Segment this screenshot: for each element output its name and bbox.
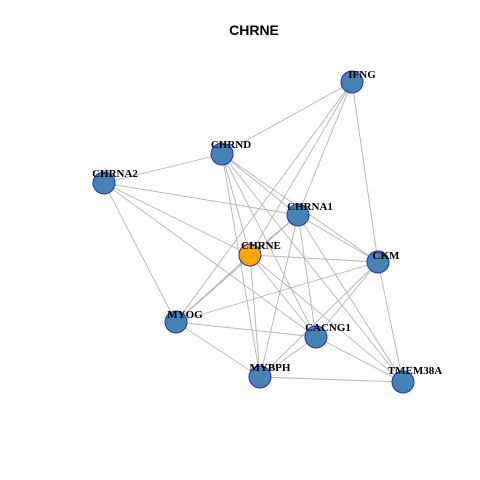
node-chrne[interactable] — [238, 243, 262, 267]
edge-chrne-tmem38a — [249, 254, 404, 383]
node-label-chrnd: CHRND — [211, 139, 251, 151]
edge-myog-cacng1 — [175, 321, 317, 338]
edge-chrna1-cacng1 — [297, 214, 317, 338]
edge-mybph-tmem38a — [259, 376, 404, 383]
node-label-chrna2: CHRNA2 — [92, 168, 138, 180]
node-ifng[interactable] — [340, 70, 364, 94]
node-myog[interactable] — [164, 310, 188, 334]
edge-chrna1-ckm — [297, 214, 379, 263]
edge-chrna1-mybph — [259, 214, 299, 378]
node-label-ifng: IFNG — [348, 69, 376, 81]
edge-chrnd-chrna1 — [221, 153, 299, 216]
node-tmem38a[interactable] — [391, 370, 415, 394]
node-mybph[interactable] — [248, 365, 272, 389]
edge-ckm-cacng1 — [315, 261, 379, 338]
node-label-chrna1: CHRNA1 — [287, 201, 333, 213]
edge-ifng-chrnd — [221, 81, 353, 155]
edge-chrna2-cacng1 — [103, 182, 317, 338]
node-label-chrne: CHRNE — [241, 240, 281, 252]
node-label-mybph: MYBPH — [250, 362, 291, 374]
edge-chrne-cacng1 — [249, 254, 317, 338]
node-label-tmem38a: TMEM38A — [388, 365, 442, 377]
edge-chrna2-myog — [103, 182, 177, 323]
edge-ifng-myog — [175, 81, 353, 323]
node-chrna2[interactable] — [92, 171, 116, 195]
node-label-cacng1: CACNG1 — [305, 322, 351, 334]
edge-chrna2-chrna1 — [103, 182, 299, 216]
node-chrnd[interactable] — [210, 142, 234, 166]
edge-ifng-chrna1 — [297, 81, 353, 216]
node-label-myog: MYOG — [167, 309, 203, 321]
edge-ckm-tmem38a — [377, 261, 404, 383]
node-label-ckm: CKM — [373, 250, 401, 262]
node-chrna1[interactable] — [286, 203, 310, 227]
edge-ckm-mybph — [259, 261, 379, 378]
edge-cacng1-tmem38a — [315, 336, 404, 383]
edge-chrna1-tmem38a — [297, 214, 404, 383]
edge-myog-mybph — [175, 321, 261, 378]
edge-chrnd-tmem38a — [221, 153, 404, 383]
node-ckm[interactable] — [366, 250, 390, 274]
edge-chrne-mybph — [249, 254, 261, 378]
node-layer — [92, 70, 415, 394]
edge-ckm-myog — [175, 261, 379, 323]
edge-chrne-ckm — [249, 254, 379, 263]
edge-layer — [103, 81, 404, 383]
edge-chrne-myog — [175, 254, 251, 323]
edge-ifng-chrne — [249, 81, 353, 256]
edge-chrnd-cacng1 — [221, 153, 317, 338]
node-cacng1[interactable] — [304, 325, 328, 349]
edge-ifng-ckm — [351, 81, 379, 263]
diagram-title: CHRNE — [229, 22, 279, 38]
edge-chrna2-chrne — [103, 182, 251, 256]
edge-chrnd-chrna2 — [103, 153, 223, 184]
